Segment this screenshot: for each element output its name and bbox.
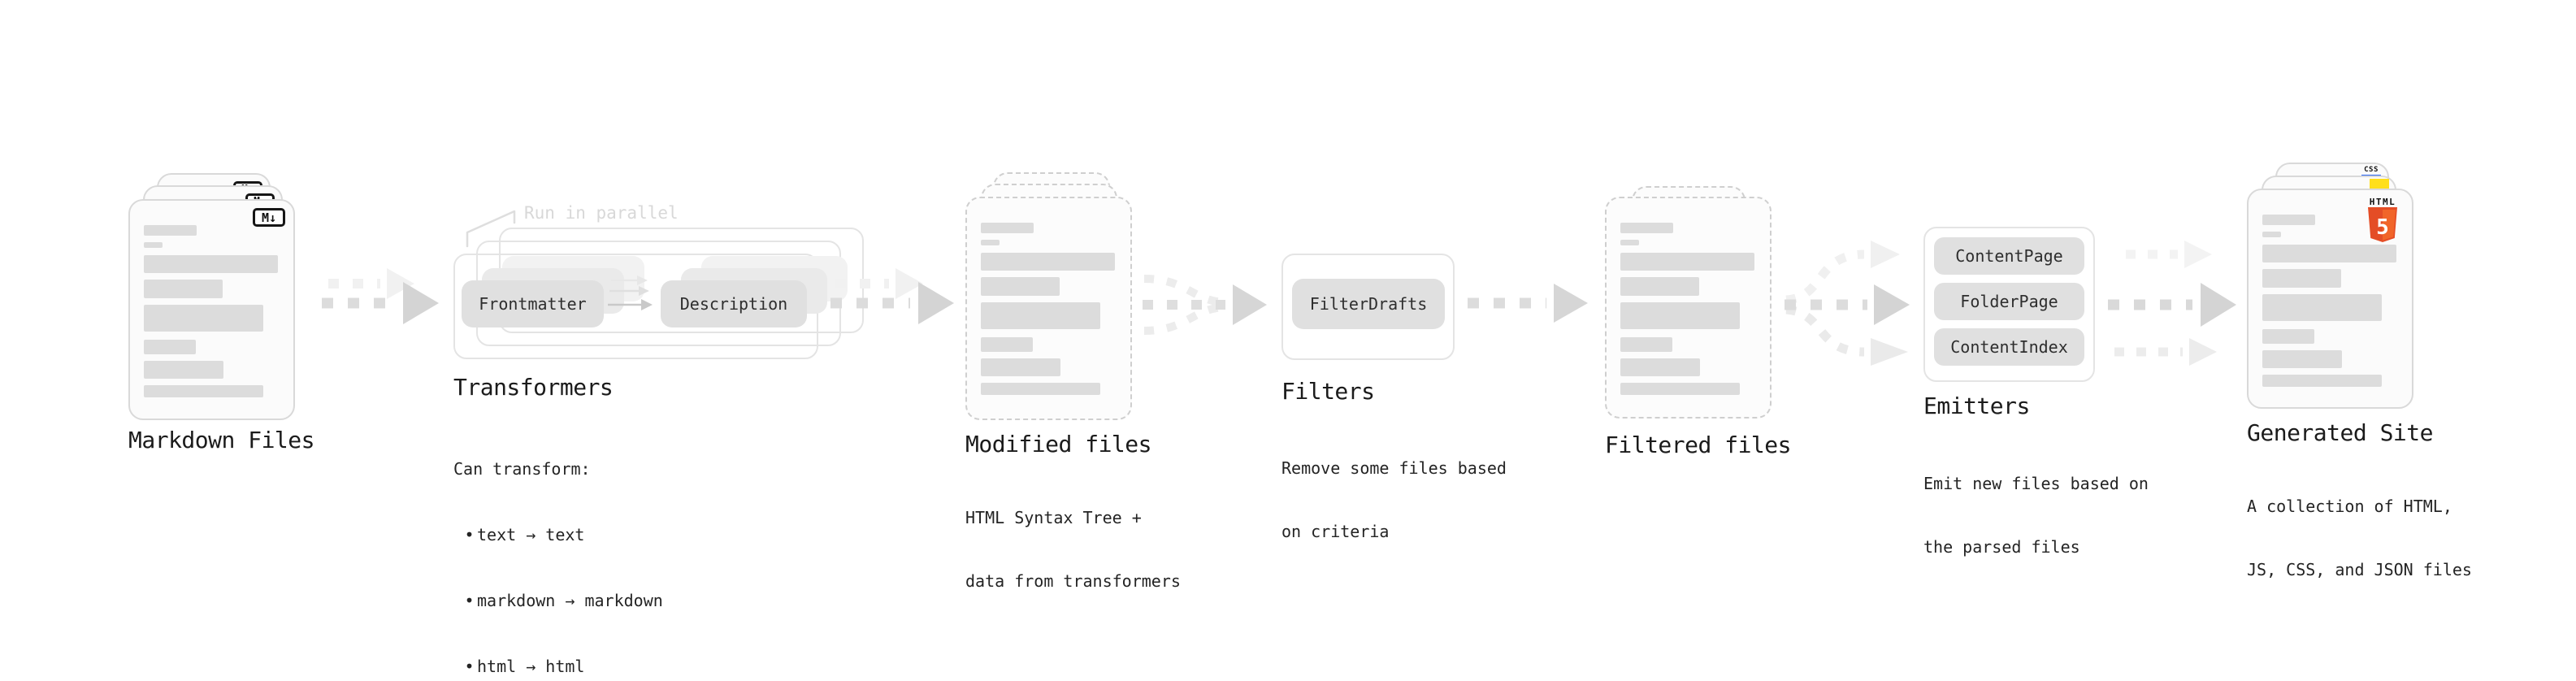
skeleton-line (2262, 215, 2315, 225)
filter-node-filterdrafts: FilterDrafts (1292, 279, 1445, 329)
skeleton-line (144, 305, 263, 332)
stage-title-emitters: Emitters (1923, 393, 2030, 419)
transformers-bullet: •html → html (464, 657, 585, 676)
skeleton-line (144, 280, 223, 298)
skeleton-line (1620, 383, 1740, 395)
skeleton-line (1620, 302, 1740, 329)
emitter-node-contentpage: ContentPage (1934, 237, 2084, 275)
skeleton-line (981, 277, 1060, 296)
stage-label-markdown-files: Markdown Files (128, 427, 315, 453)
transformer-node-frontmatter: Frontmatter (462, 280, 604, 327)
stage-label-modified-files: Modified files (965, 431, 1152, 458)
skeleton-line (1620, 358, 1700, 376)
emitter-node-folderpage: FolderPage (1934, 283, 2084, 320)
filtered-file-page-front (1605, 197, 1772, 419)
emitter-node-contentindex: ContentIndex (1934, 328, 2084, 366)
transformers-bullet: •markdown → markdown (464, 591, 663, 610)
skeleton-line (2262, 294, 2382, 321)
skeleton-line (2262, 245, 2396, 262)
arrow-markdown-to-transformers (322, 268, 439, 324)
skeleton-line (2262, 375, 2382, 387)
arrow-filters-to-filtered (1468, 284, 1588, 323)
run-in-parallel-callout: Run in parallel (524, 203, 679, 223)
skeleton-line (144, 361, 223, 379)
html5-icon: HTML 5 (2363, 197, 2402, 243)
skeleton-line (144, 255, 278, 273)
skeleton-line (1620, 253, 1754, 271)
skeleton-line (981, 253, 1115, 271)
skeleton-line (1620, 277, 1699, 296)
transformers-bullet: •text → text (464, 525, 585, 544)
transformers-desc-heading: Can transform: (453, 459, 591, 479)
skeleton-line (2262, 329, 2314, 344)
skeleton-line (2262, 269, 2341, 288)
skeleton-line (1620, 240, 1639, 245)
generated-page-front: HTML 5 (2247, 189, 2413, 409)
transformers-description: Can transform: •text → text •markdown → … (453, 414, 663, 681)
skeleton-line (981, 302, 1100, 329)
skeleton-line (981, 383, 1100, 395)
svg-text:5: 5 (2376, 215, 2389, 240)
stage-title-transformers: Transformers (453, 374, 614, 401)
emitters-description: Emit new files based on the parsed files (1923, 474, 2149, 557)
stage-title-filters: Filters (1281, 378, 1375, 405)
skeleton-line (144, 340, 196, 354)
skeleton-line (144, 225, 197, 236)
skeleton-line (144, 242, 163, 248)
arrow-modified-to-filters (1143, 275, 1267, 335)
modified-file-page-front (965, 197, 1132, 420)
markdown-file-page-front: M↓ (128, 199, 295, 420)
skeleton-line (981, 337, 1033, 352)
skeleton-line (981, 240, 1000, 245)
skeleton-line (981, 358, 1060, 376)
skeleton-line (2262, 232, 2281, 237)
stage-label-filtered-files: Filtered files (1605, 432, 1792, 458)
arrow-filtered-to-emitters (1785, 241, 1910, 366)
skeleton-line (1620, 223, 1673, 233)
markdown-icon: M↓ (253, 208, 285, 227)
arrow-emitters-to-generated (2108, 241, 2236, 366)
javascript-icon (2370, 179, 2389, 189)
transformer-node-description: Description (661, 280, 807, 327)
skeleton-line (144, 385, 263, 397)
skeleton-line (981, 223, 1034, 233)
skeleton-line (1620, 337, 1672, 352)
filters-description: Remove some files based on criteria (1281, 458, 1507, 541)
modified-files-description: HTML Syntax Tree + data from transformer… (965, 508, 1181, 591)
generated-site-description: A collection of HTML, JS, CSS, and JSON … (2247, 497, 2472, 579)
stage-label-generated-site: Generated Site (2247, 419, 2434, 446)
skeleton-line (2262, 350, 2342, 368)
